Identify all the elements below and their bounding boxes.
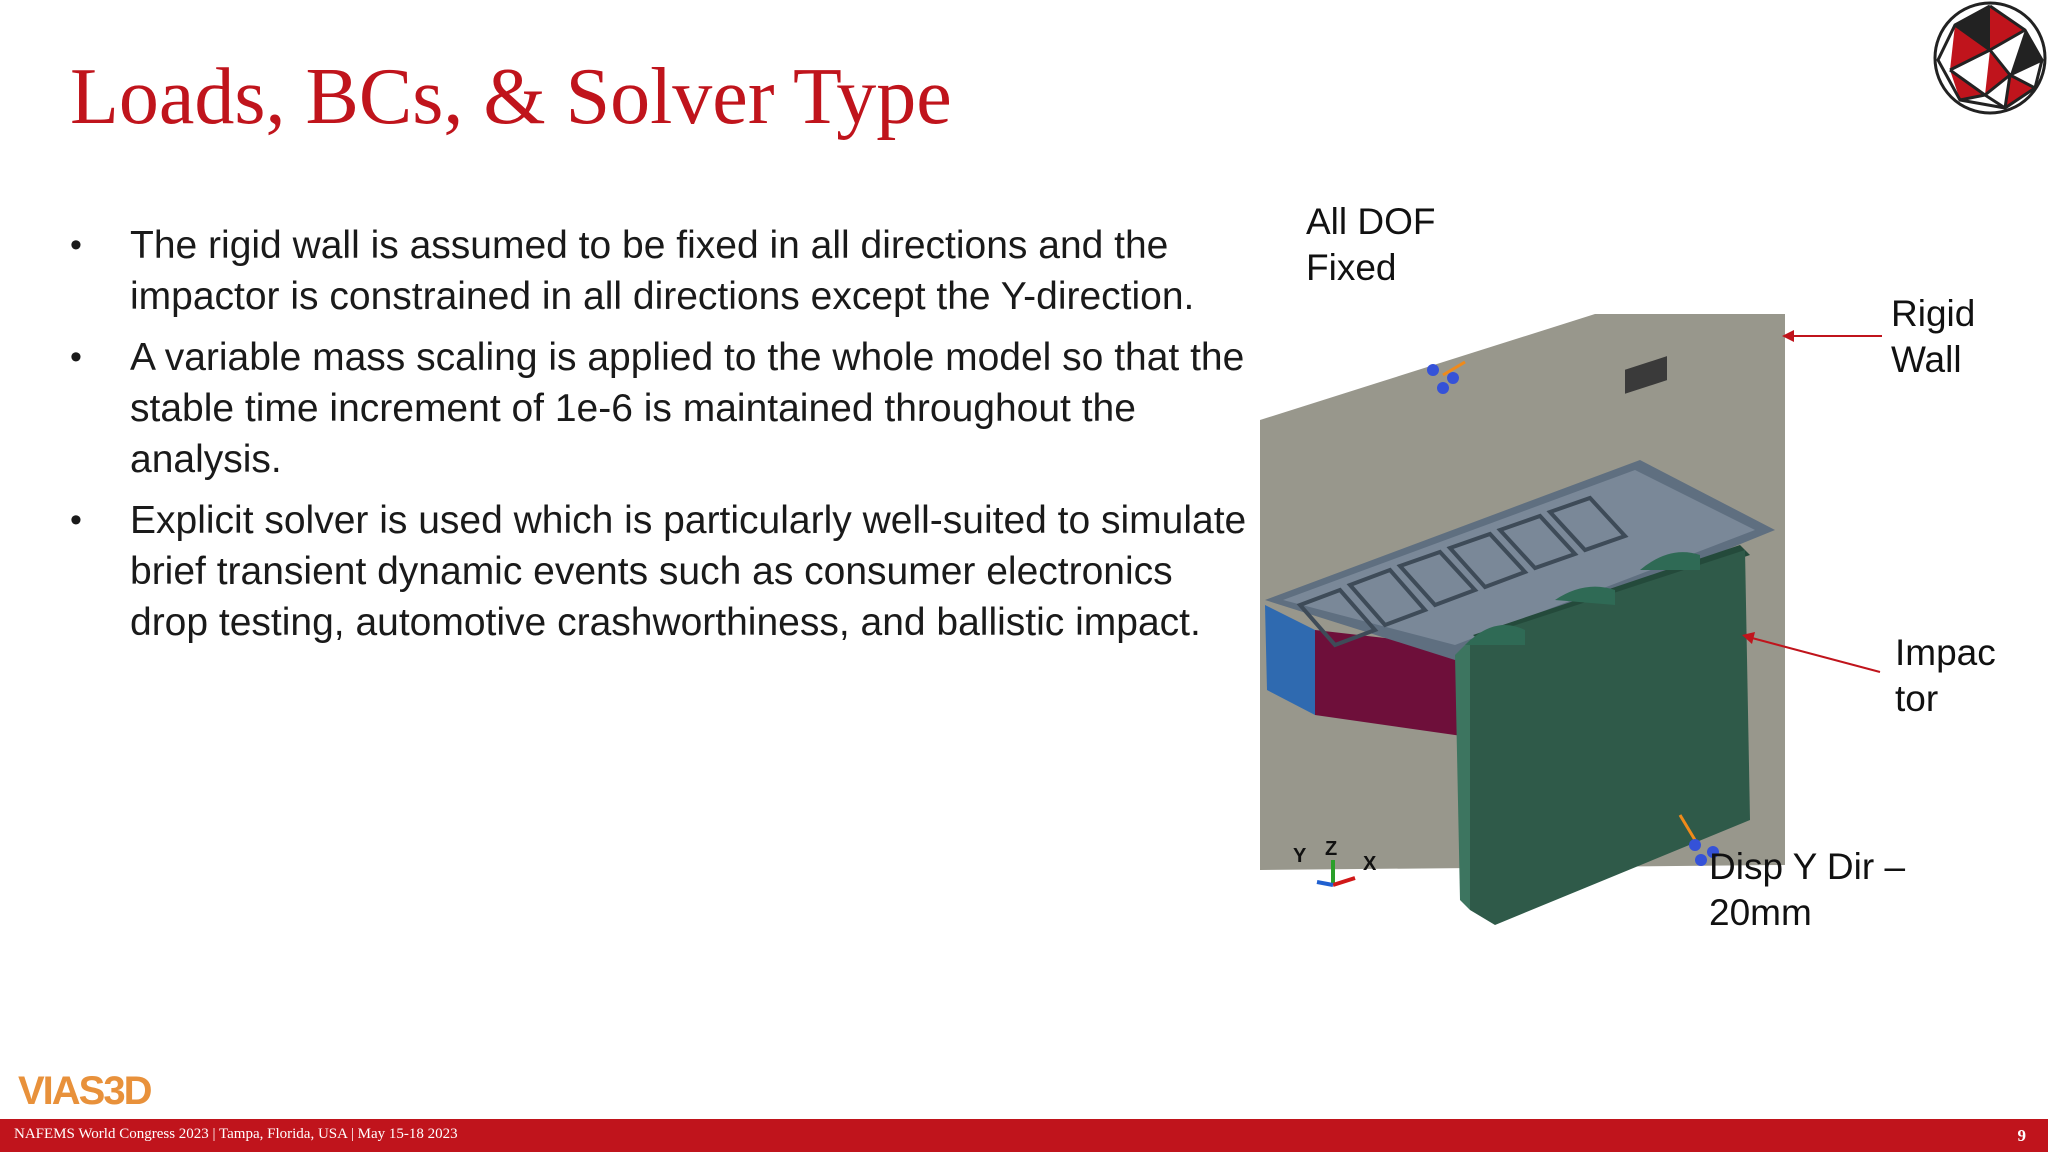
axis-x-label: X bbox=[1363, 853, 1377, 875]
constraint-glyph-bottom bbox=[1678, 814, 1719, 866]
bullet-item: • A variable mass scaling is applied to … bbox=[70, 332, 1250, 485]
model-body-blue bbox=[1265, 605, 1315, 715]
footer-text: NAFEMS World Congress 2023 | Tampa, Flor… bbox=[14, 1126, 458, 1142]
label-impactor: Impac tor bbox=[1895, 632, 1996, 719]
bullet-marker: • bbox=[70, 501, 82, 539]
impactor-shape bbox=[1470, 550, 1750, 925]
impactor-arrow bbox=[1742, 632, 1881, 673]
label-all-dof-fixed: All DOF Fixed bbox=[1306, 201, 1436, 288]
rigid-wall-arrow bbox=[1782, 330, 1882, 342]
bullet-text: The rigid wall is assumed to be fixed in… bbox=[130, 224, 1195, 318]
axis-z-label: Z bbox=[1325, 838, 1337, 860]
constraint-glyph-top bbox=[1427, 360, 1466, 394]
bullet-marker: • bbox=[70, 338, 82, 376]
bullet-list: • The rigid wall is assumed to be fixed … bbox=[70, 220, 1250, 658]
bullet-marker: • bbox=[70, 226, 82, 264]
bullet-item: • Explicit solver is used which is parti… bbox=[70, 495, 1250, 648]
label-disp-y-dir: Disp Y Dir – 20mm bbox=[1709, 846, 1906, 933]
axis-y-label: Y bbox=[1293, 845, 1307, 867]
fea-model-figure: Z Y X bbox=[1260, 314, 1785, 925]
bullet-item: • The rigid wall is assumed to be fixed … bbox=[70, 220, 1250, 322]
model-body-maroon bbox=[1315, 630, 1490, 740]
vias3d-logo-icon: VIAS3D bbox=[18, 1069, 154, 1112]
bullet-text: Explicit solver is used which is particu… bbox=[130, 499, 1247, 644]
geodesic-sphere-logo-icon bbox=[1933, 1, 2047, 115]
label-rigid-wall: Rigid Wall bbox=[1891, 293, 1976, 380]
slide-title: Loads, BCs, & Solver Type bbox=[70, 53, 952, 141]
page-number: 9 bbox=[2017, 1126, 2027, 1145]
axes-triad: Z Y X bbox=[1293, 838, 1377, 887]
footer-bar: NAFEMS World Congress 2023 | Tampa, Flor… bbox=[0, 1119, 2048, 1152]
bullet-text: A variable mass scaling is applied to th… bbox=[130, 336, 1245, 481]
svg-text:VIAS3D: VIAS3D bbox=[18, 1069, 152, 1112]
